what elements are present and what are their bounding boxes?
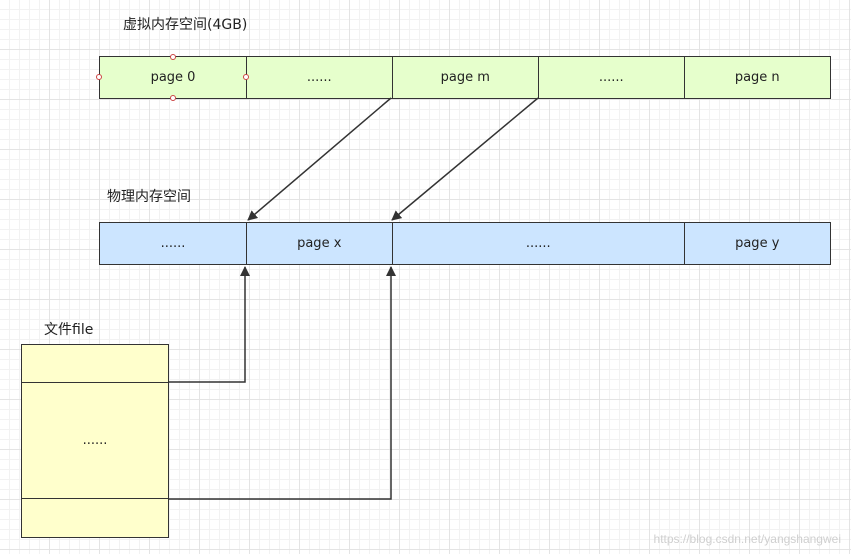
file-block-top[interactable]: [21, 344, 169, 383]
physical-page-y[interactable]: page y: [683, 222, 831, 265]
selection-handle-bottom[interactable]: [170, 95, 176, 101]
arrow-page-m-to-page-x: [247, 97, 392, 221]
physical-page-ellipsis-1-label: ......: [160, 236, 186, 251]
virtual-memory-title: 虚拟内存空间(4GB): [123, 17, 248, 33]
selection-handle-top[interactable]: [170, 54, 176, 60]
virtual-page-ellipsis-2-label: ......: [598, 70, 624, 85]
physical-page-ellipsis-1[interactable]: ......: [99, 222, 247, 265]
virtual-page-n-label: page n: [734, 70, 780, 85]
physical-memory-title: 物理内存空间: [107, 189, 191, 205]
arrow-file-top-to-page-x: [169, 266, 250, 383]
virtual-page-0[interactable]: page 0: [99, 56, 247, 99]
file-title: 文件file: [44, 322, 94, 338]
physical-page-ellipsis-2-label: ......: [525, 236, 551, 251]
file-block-middle-label: ......: [82, 433, 108, 448]
watermark: https://blog.csdn.net/yangshangwei: [653, 532, 841, 546]
file-block-bottom[interactable]: [21, 498, 169, 538]
file-block-middle[interactable]: ......: [21, 381, 169, 500]
physical-page-ellipsis-2[interactable]: ......: [391, 222, 685, 265]
virtual-page-m[interactable]: page m: [391, 56, 539, 99]
virtual-page-0-label: page 0: [150, 70, 196, 85]
physical-page-y-label: page y: [735, 236, 780, 251]
arrow-file-bottom-to-physical: [169, 266, 396, 500]
virtual-page-ellipsis-1[interactable]: ......: [245, 56, 393, 99]
arrow-ellipsis-to-physical: [391, 97, 539, 221]
selection-handle-right[interactable]: [243, 74, 249, 80]
virtual-page-ellipsis-1-label: ......: [306, 70, 332, 85]
virtual-page-n[interactable]: page n: [683, 56, 831, 99]
virtual-page-m-label: page m: [440, 70, 490, 85]
physical-page-x-label: page x: [297, 236, 342, 251]
virtual-page-ellipsis-2[interactable]: ......: [537, 56, 685, 99]
physical-page-x[interactable]: page x: [245, 222, 393, 265]
selection-handle-left[interactable]: [96, 74, 102, 80]
